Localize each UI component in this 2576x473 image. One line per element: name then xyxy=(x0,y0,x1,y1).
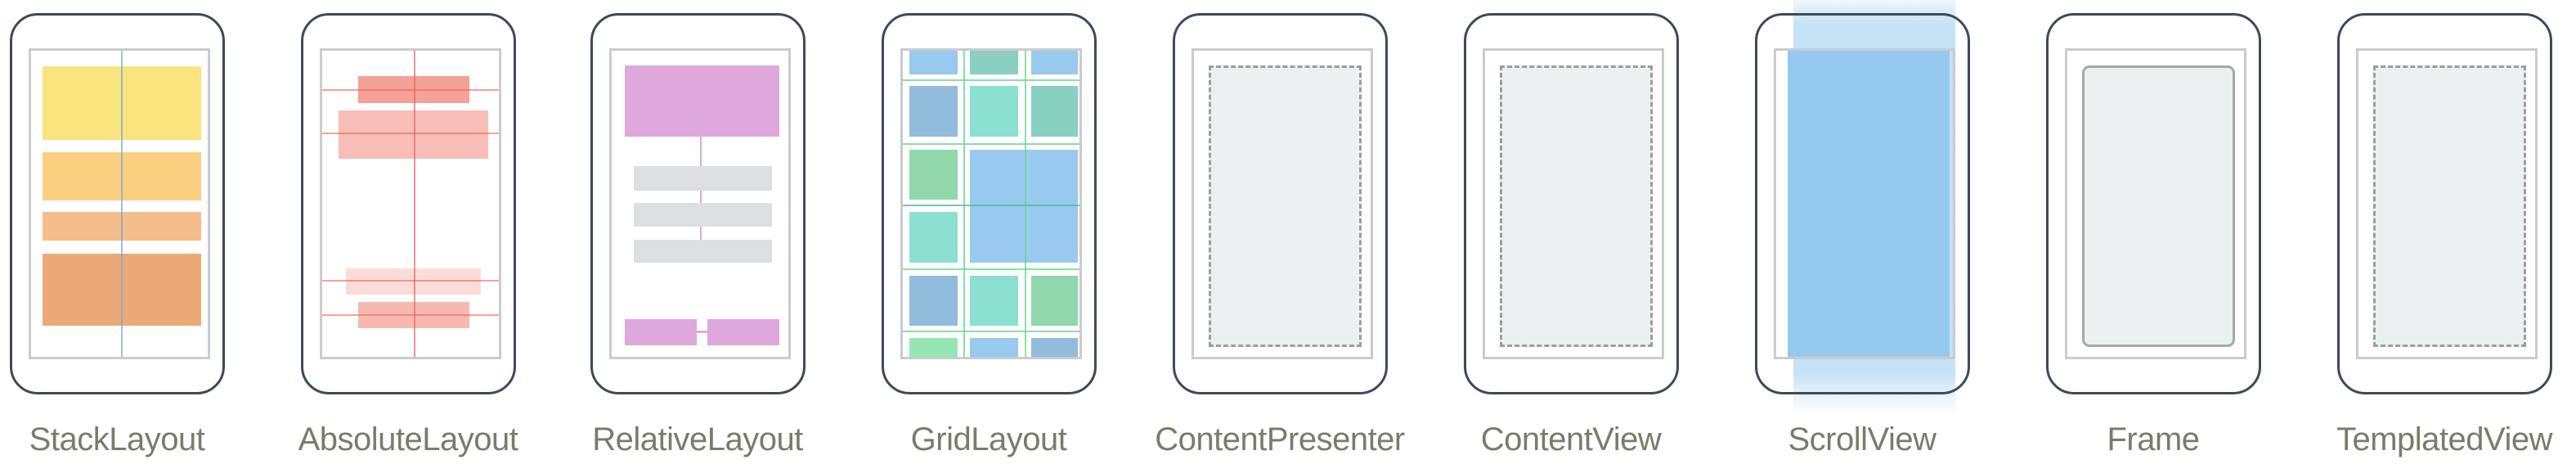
stacklayout-phone xyxy=(10,13,225,394)
grid-line xyxy=(903,268,1079,270)
relativelayout-phone xyxy=(590,13,806,394)
scrollview-phone xyxy=(1755,13,1970,394)
guide-line xyxy=(322,89,499,91)
grid-cell xyxy=(909,212,958,263)
grid-cell xyxy=(909,51,958,74)
frame-phone xyxy=(2046,13,2261,394)
absolutelayout-screen xyxy=(320,48,501,359)
grid-cell xyxy=(970,51,1018,74)
label-contentview: ContentView xyxy=(1480,421,1662,457)
guide-line xyxy=(322,314,499,316)
contentpresenter-phone xyxy=(1173,13,1388,394)
grid-cell xyxy=(1031,338,1078,357)
gridlayout-screen xyxy=(900,48,1082,359)
label-templatedview: TemplatedView xyxy=(2336,421,2553,457)
contentview-screen xyxy=(1483,48,1664,359)
relative-row-2 xyxy=(634,203,772,227)
label-relativelayout: RelativeLayout xyxy=(592,421,803,457)
label-stacklayout: StackLayout xyxy=(29,421,205,457)
label-contentpresenter: ContentPresenter xyxy=(1155,421,1405,457)
grid-cell-span xyxy=(970,150,1078,263)
stack-axis-line xyxy=(121,51,123,357)
frame-screen xyxy=(2065,48,2246,359)
scroll-content xyxy=(1788,51,1950,357)
relative-footer-left xyxy=(625,319,697,345)
relative-footer-right xyxy=(707,319,779,345)
grid-cell xyxy=(970,276,1018,326)
frame-box xyxy=(2082,65,2235,347)
label-gridlayout: GridLayout xyxy=(910,421,1067,457)
relative-row-3 xyxy=(634,240,772,263)
grid-cell xyxy=(909,276,958,326)
grid-cell xyxy=(909,338,958,357)
templatedview-phone xyxy=(2337,13,2552,394)
label-scrollview: ScrollView xyxy=(1788,421,1937,457)
grid-cell xyxy=(909,86,958,137)
relative-row-1 xyxy=(634,166,772,191)
absolute-item-3 xyxy=(346,268,481,295)
grid-cell xyxy=(1031,276,1078,326)
grid-cell xyxy=(970,338,1018,357)
grid-line xyxy=(903,143,1079,145)
grid-line xyxy=(903,331,1079,332)
contentview-phone xyxy=(1464,13,1679,394)
guide-line-vertical xyxy=(414,51,415,357)
grid-line xyxy=(963,51,965,357)
label-frame: Frame xyxy=(2107,421,2200,457)
stacklayout-screen xyxy=(29,48,210,359)
relation-line xyxy=(697,331,707,333)
contentpresenter-screen xyxy=(1192,48,1373,359)
label-absolutelayout: AbsoluteLayout xyxy=(298,421,518,457)
grid-cell xyxy=(909,150,958,200)
content-placeholder xyxy=(1209,65,1362,347)
grid-cell xyxy=(1031,86,1078,137)
gridlayout-phone xyxy=(882,13,1097,394)
templatedview-screen xyxy=(2356,48,2538,359)
scrollview-screen xyxy=(1774,48,1955,359)
guide-line xyxy=(322,133,499,134)
guide-line xyxy=(322,280,499,282)
relative-header xyxy=(625,65,779,137)
grid-cell xyxy=(1031,51,1078,74)
content-placeholder xyxy=(2373,65,2526,347)
relativelayout-screen xyxy=(609,48,791,359)
grid-line xyxy=(903,205,1079,206)
grid-line xyxy=(1025,51,1026,357)
grid-line xyxy=(903,79,1079,81)
absolutelayout-phone xyxy=(301,13,516,394)
grid-cell xyxy=(970,86,1018,137)
content-placeholder xyxy=(1500,65,1653,347)
absolute-item-2 xyxy=(339,110,488,159)
